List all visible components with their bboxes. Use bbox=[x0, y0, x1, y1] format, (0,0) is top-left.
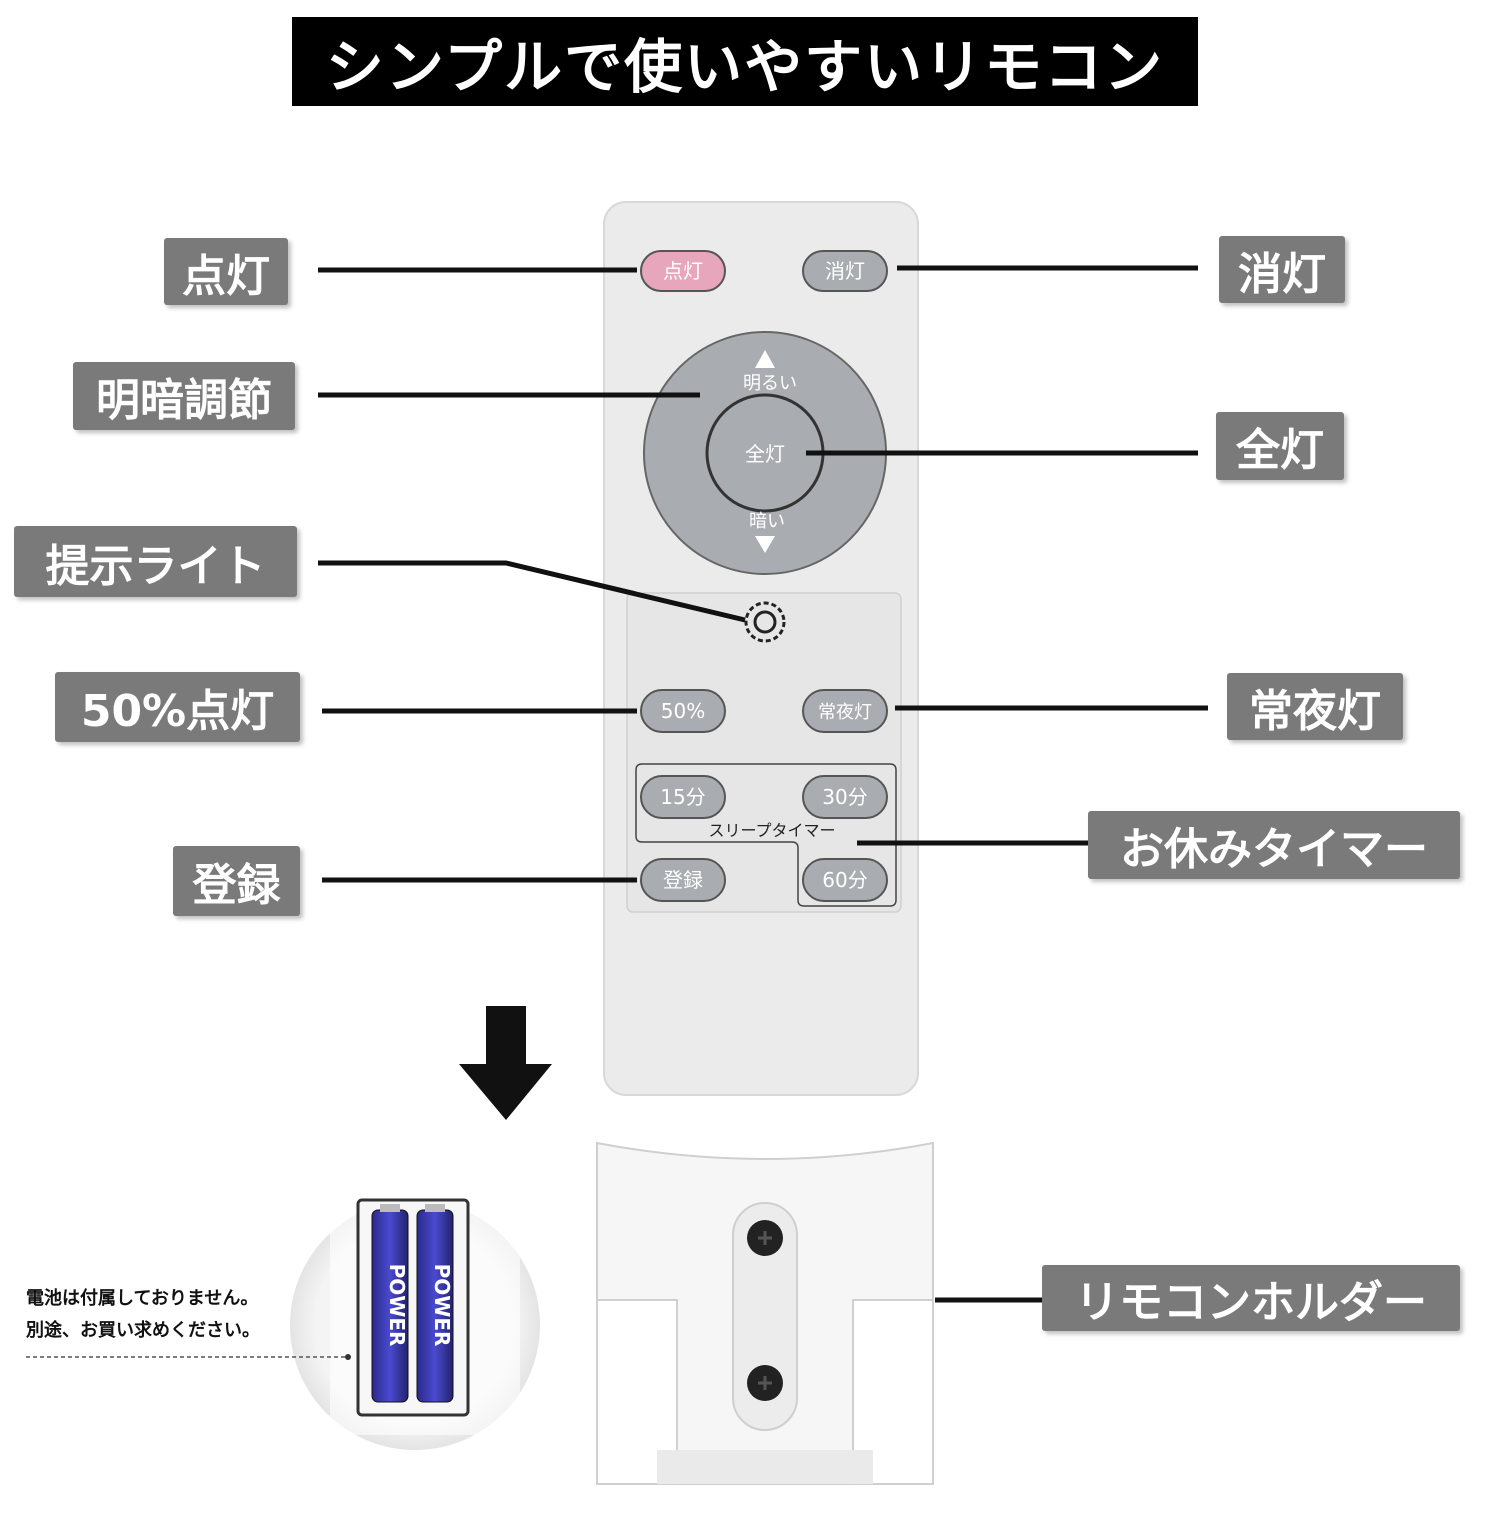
callout-indicator-light: 提示ライト bbox=[14, 526, 297, 597]
sleep-timer-label: スリープタイマー bbox=[708, 821, 835, 840]
timer-60-label: 60分 bbox=[822, 868, 867, 892]
timer-60-button[interactable] bbox=[802, 858, 888, 902]
lower-panel bbox=[626, 592, 902, 913]
callout-night-light: 常夜灯 bbox=[1227, 673, 1403, 740]
timer-30-button[interactable] bbox=[802, 775, 888, 819]
timer-15-label: 15分 bbox=[660, 785, 705, 809]
light-on-button[interactable] bbox=[640, 250, 726, 292]
light-off-button-label: 消灯 bbox=[825, 259, 865, 283]
page-title: シンプルで使いやすいリモコン bbox=[292, 17, 1198, 106]
callout-register: 登録 bbox=[173, 846, 300, 916]
night-light-button[interactable] bbox=[802, 689, 888, 733]
callout-half-light: 50%点灯 bbox=[55, 672, 300, 742]
down-arrow-big-icon bbox=[459, 1006, 552, 1120]
battery-brand-2: POWER bbox=[430, 1264, 454, 1347]
callout-light-on: 点灯 bbox=[164, 238, 288, 305]
indicator-light-icon bbox=[744, 601, 786, 643]
battery-note: 電池は付属しておりません。 別途、お買い求めください。 bbox=[26, 1283, 260, 1347]
remote-holder bbox=[596, 1141, 934, 1485]
battery-note-line1: 電池は付属しておりません。 bbox=[26, 1288, 259, 1309]
battery-brand-1: POWER bbox=[385, 1264, 409, 1347]
timer-15-button[interactable] bbox=[640, 775, 726, 819]
leader-lines bbox=[318, 265, 1208, 1303]
light-off-button[interactable] bbox=[802, 250, 888, 292]
register-button[interactable] bbox=[640, 858, 726, 902]
callout-light-off: 消灯 bbox=[1219, 236, 1345, 303]
battery-compartment: POWER POWER bbox=[26, 1175, 540, 1450]
register-button-label: 登録 bbox=[663, 868, 703, 892]
full-light-button-label: 全灯 bbox=[745, 442, 785, 466]
half-light-button-label: 50% bbox=[661, 699, 705, 723]
battery-note-line2: 別途、お買い求めください。 bbox=[26, 1320, 260, 1341]
brighter-label: 明るい bbox=[743, 373, 797, 394]
half-light-button[interactable] bbox=[640, 689, 726, 733]
light-on-button-label: 点灯 bbox=[663, 259, 703, 283]
night-light-button-label: 常夜灯 bbox=[818, 702, 872, 723]
callout-remote-holder: リモコンホルダー bbox=[1042, 1265, 1460, 1331]
callout-sleep-timer: お休みタイマー bbox=[1088, 811, 1460, 879]
up-arrow-icon bbox=[755, 350, 775, 368]
callout-dimming: 明暗調節 bbox=[73, 362, 295, 430]
callout-full-light: 全灯 bbox=[1216, 412, 1344, 480]
darker-label: 暗い bbox=[749, 511, 785, 532]
sleep-timer-frame bbox=[635, 763, 897, 907]
down-arrow-icon bbox=[755, 536, 775, 553]
timer-30-label: 30分 bbox=[822, 785, 867, 809]
